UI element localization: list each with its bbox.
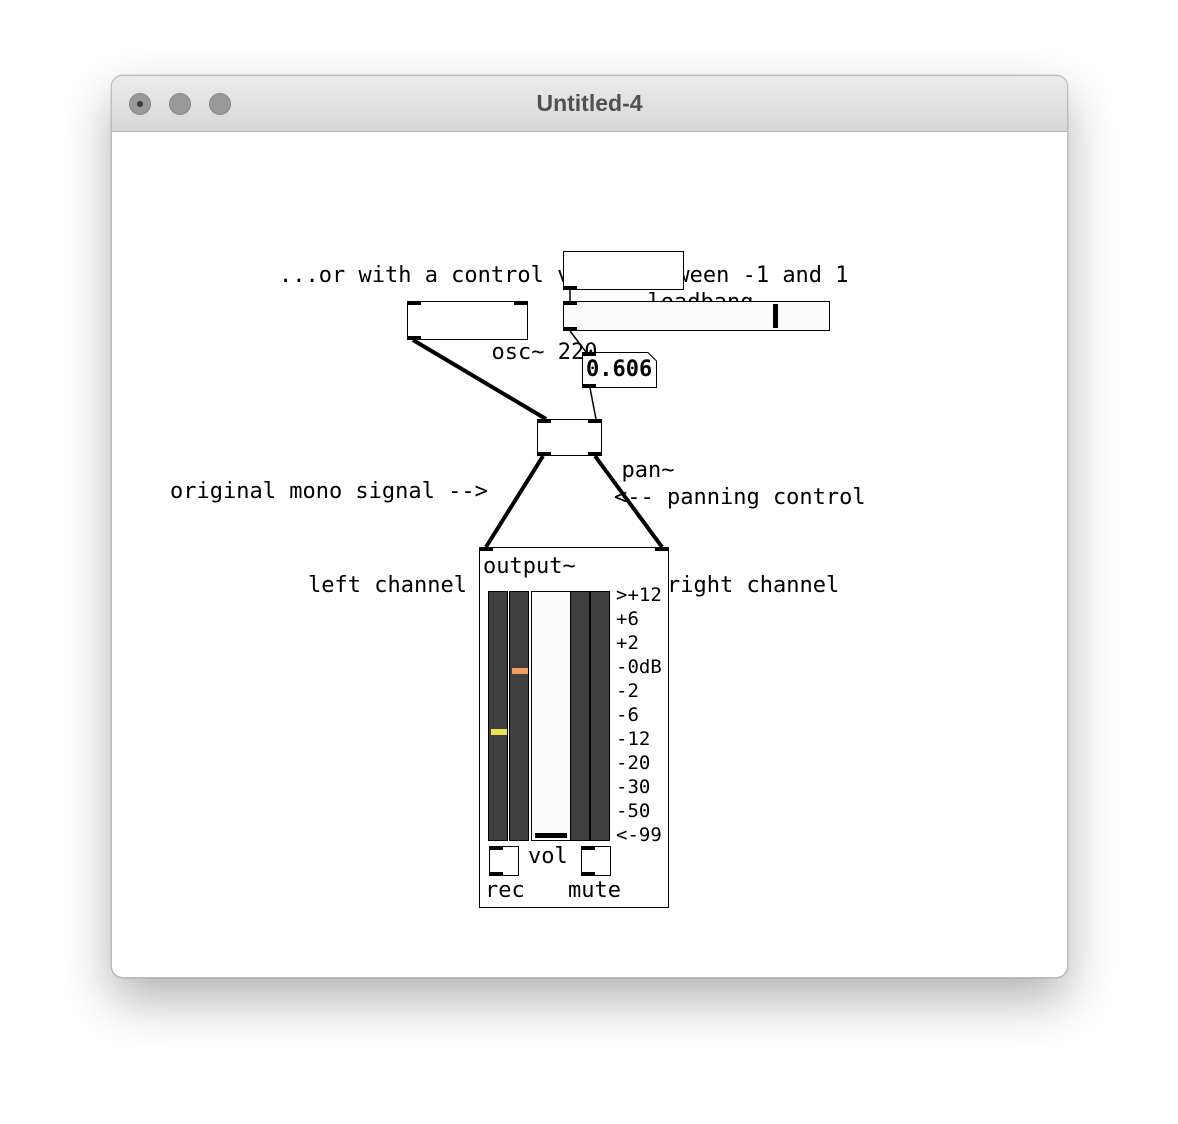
output-abstraction[interactable]: output~ >+12+6+2-0dB-2-6-12-20-30-50<-99… [479,547,669,908]
cord-slider-to-number [569,330,587,353]
number-box[interactable]: 0.606 [582,352,657,388]
osc-inlet-right[interactable] [514,301,528,305]
loadbang-outlet[interactable] [563,286,577,290]
mute-toggle-outlet [581,872,595,876]
left-outer-meter [488,591,508,841]
slider-outlet[interactable] [563,327,577,331]
output-inlet-left[interactable] [479,547,493,551]
zoom-button[interactable] [209,93,231,115]
db-scale-label: -12 [616,728,651,750]
rec-toggle-outlet [489,872,503,876]
window-title: Untitled-4 [536,90,643,116]
db-scale-label: -50 [616,800,651,822]
pan-inlet-control[interactable] [588,419,602,423]
cord-osc-to-pan [411,338,548,421]
osc-outlet[interactable] [407,336,421,340]
osc-object[interactable]: osc~ 220 [407,301,597,365]
rec-toggle-inlet [489,846,503,850]
loadbang-object[interactable]: loadbang [563,251,753,315]
output-title: output~ [483,554,576,579]
volume-slider[interactable] [531,591,571,841]
db-scale-label: +2 [616,632,639,654]
slider-knob[interactable] [773,304,778,328]
cord-right-channel [593,454,664,549]
left-channel-comment: left channel [308,573,467,598]
db-scale-label: >+12 [616,584,662,606]
output-inlet-right[interactable] [655,547,669,551]
pan-inlet-signal[interactable] [537,419,551,423]
rec-toggle[interactable] [489,846,519,876]
meter-peak [512,668,528,674]
db-scale-label: -30 [616,776,651,798]
pan-object[interactable]: pan~ [537,419,674,483]
db-scale-label: -20 [616,752,651,774]
db-scale-label: -6 [616,704,639,726]
mute-label: mute [568,878,621,903]
meter-peak [491,729,507,735]
right-inner-meter [590,591,610,841]
pan-label: pan~ [621,458,675,483]
mute-toggle-inlet [581,846,595,850]
db-scale-label: -0dB [616,656,662,678]
right-outer-meter [570,591,590,841]
db-scale-label: -2 [616,680,639,702]
pan-outlet-right[interactable] [588,452,602,456]
left-inner-meter [509,591,529,841]
number-box-frame [582,352,657,388]
rec-label: rec [485,878,525,903]
vol-label: vol [528,844,568,869]
osc-inlet-left[interactable] [407,301,421,305]
pan-slider[interactable] [563,301,830,331]
minimize-button[interactable] [169,93,191,115]
patch-canvas[interactable]: ...or with a control value between -1 an… [112,132,1067,977]
db-scale-label: +6 [616,608,639,630]
number-box-value: 0.606 [586,357,653,382]
mono-signal-comment: original mono signal --> [170,479,488,504]
right-channel-comment: right channel [667,573,840,598]
panning-control-comment: <-- panning control [614,485,866,510]
db-scale-label: <-99 [616,824,662,846]
pan-outlet-left[interactable] [537,452,551,456]
patch-window: Untitled-4 ...or with a control value be… [111,75,1068,978]
close-button[interactable] [129,93,151,115]
cord-left-channel [484,454,545,549]
cord-number-to-pan [589,387,597,420]
patch-cords [411,290,664,549]
mute-toggle[interactable] [581,846,611,876]
volume-knob[interactable] [535,833,567,838]
slider-inlet[interactable] [563,301,577,305]
title-bar[interactable]: Untitled-4 [112,76,1067,132]
